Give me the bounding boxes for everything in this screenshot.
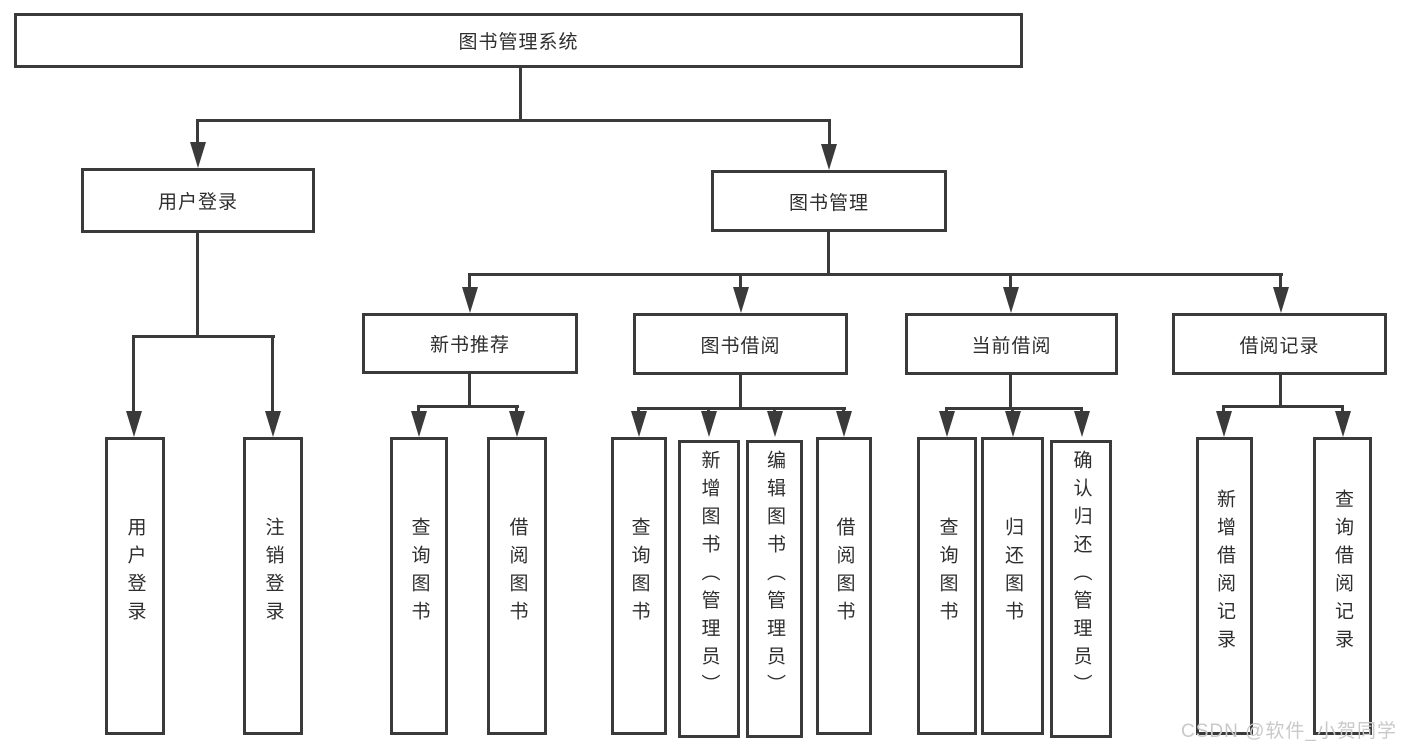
arrow-down-icon [509,411,525,437]
arrow-down-icon [1273,287,1289,313]
node-new-book-recommend: 新书推荐 [362,313,578,374]
connector-borrow-records-drop [1279,375,1282,407]
node-book-borrowing: 图书借阅 [633,313,848,375]
connector-root-rail [196,119,831,122]
connector-current-borrowing-drop [1009,375,1012,409]
arrow-down-icon [939,411,955,437]
arrow-down-icon [701,411,717,437]
connector-book-mgmt-rail [468,273,1283,276]
arrow-down-icon [1005,411,1021,437]
connector-leaf [515,405,518,413]
connector-root-drop [519,68,522,121]
connector-new-book-drop [468,374,471,407]
arrow-down-icon [767,411,783,437]
node-book-borrowing-label: 图书借阅 [700,335,781,357]
connector-to-user-login [196,119,199,146]
connector-to-book-borrowing [739,273,742,289]
node-root-label: 图书管理系统 [458,32,579,53]
leaf-user-login: 用户登录 [105,437,165,735]
leaf-logout: 注销登录 [243,437,303,735]
leaf-return-books: 归还图书 [981,437,1044,735]
leaf-query-books-current: 查询图书 [917,437,977,735]
leaf-label: 注销登录 [262,517,284,629]
connector-leaf [773,407,776,413]
leaf-label: 用户登录 [124,517,146,629]
leaf-query-books-recommend: 查询图书 [390,437,448,735]
arrow-down-icon [1216,411,1232,437]
node-borrow-records-label: 借阅记录 [1239,335,1320,357]
leaf-query-borrow-record: 查询借阅记录 [1313,437,1372,735]
arrow-down-icon [1335,411,1351,437]
node-book-management-label: 图书管理 [788,192,869,214]
node-user-login: 用户登录 [81,168,315,233]
connector-leaf [842,407,845,413]
arrow-down-icon [126,411,142,437]
leaf-label: 查询借阅记录 [1332,489,1353,657]
connector-book-borrowing-rail [637,407,846,410]
connector-leaf [1222,405,1225,413]
connector-book-borrowing-drop [739,375,742,409]
leaf-add-books-admin: 新增图书（管理员） [678,440,740,738]
node-borrow-records: 借阅记录 [1172,313,1387,375]
connector-leaf [417,405,420,413]
leaf-label: 编辑图书（管理员） [764,450,785,702]
leaf-label: 查询图书 [408,517,430,629]
connector-new-book-rail [417,405,519,408]
node-current-borrowing-label: 当前借阅 [971,335,1052,357]
arrow-down-icon [411,411,427,437]
leaf-label: 归还图书 [1002,517,1023,629]
connector-to-new-book [468,273,471,289]
connector-leaf [707,407,710,413]
connector-borrow-records-rail [1222,405,1344,408]
leaf-label: 借阅图书 [833,517,855,629]
leaf-confirm-return-admin: 确认归还（管理员） [1050,440,1112,738]
node-new-book-recommend-label: 新书推荐 [429,335,510,356]
connector-book-mgmt-drop [827,232,830,275]
node-user-login-label: 用户登录 [157,192,238,213]
arrow-down-icon [462,287,478,313]
arrow-down-icon [1074,411,1090,437]
connector-to-leaf-login [132,335,135,413]
node-root: 图书管理系统 [14,13,1023,68]
connector-current-borrowing-rail [945,407,1083,410]
connector-leaf [945,407,948,413]
leaf-borrow-books-recommend: 借阅图书 [487,437,547,735]
leaf-query-books-borrowing: 查询图书 [611,437,667,735]
connector-leaf [1341,405,1344,413]
leaf-label: 新增借阅记录 [1214,489,1235,657]
connector-to-current-borrowing [1009,273,1012,289]
connector-to-book-management [828,119,831,148]
arrow-down-icon [265,411,281,437]
leaf-label: 查询图书 [628,517,650,629]
node-book-management: 图书管理 [711,170,947,232]
leaf-label: 确认归还（管理员） [1070,450,1092,702]
arrow-down-icon [631,411,647,437]
arrow-down-icon [821,144,837,170]
arrow-down-icon [1003,287,1019,313]
arrow-down-icon [836,411,852,437]
leaf-edit-books-admin: 编辑图书（管理员） [746,440,803,738]
connector-user-login-rail [132,335,275,338]
node-current-borrowing: 当前借阅 [905,313,1118,375]
leaf-label: 新增图书（管理员） [698,450,720,702]
connector-to-borrow-records [1279,273,1282,289]
connector-to-leaf-logout [271,335,274,413]
connector-user-login-drop [196,233,199,337]
leaf-add-borrow-record: 新增借阅记录 [1196,437,1253,735]
connector-leaf [637,407,640,413]
arrow-down-icon [190,142,206,168]
connector-leaf [1011,407,1014,413]
leaf-label: 查询图书 [936,517,958,629]
connector-leaf [1080,407,1083,413]
leaf-borrow-books: 借阅图书 [816,437,872,735]
arrow-down-icon [733,287,749,313]
watermark: CSDN @软件_小贺同学 [1181,721,1397,742]
leaf-label: 借阅图书 [506,517,528,629]
